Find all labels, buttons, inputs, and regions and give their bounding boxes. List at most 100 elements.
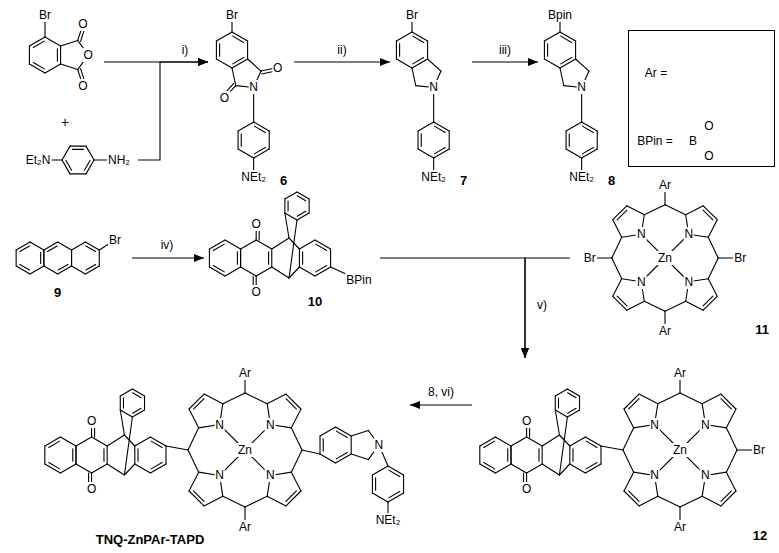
bond-line	[413, 58, 424, 64]
bond-line	[135, 437, 151, 446]
bond-line	[624, 409, 634, 428]
bond-line	[120, 410, 132, 417]
text-anchor: Ar =	[644, 66, 668, 80]
text-anchor: N	[576, 80, 587, 94]
bond-line	[629, 491, 639, 501]
bond-line	[600, 446, 601, 464]
atom-label: BPin	[345, 273, 372, 287]
reaction-arrow	[294, 61, 390, 62]
bond-line	[708, 279, 717, 297]
atom-label: O	[521, 482, 532, 496]
bond-line	[132, 389, 144, 396]
atom-label: O	[272, 61, 283, 75]
text-anchor: O	[86, 414, 97, 428]
bond-line	[507, 449, 508, 462]
bond-line	[680, 496, 702, 507]
bond-line	[555, 410, 567, 417]
bond-line	[572, 449, 573, 462]
bond-line	[319, 436, 320, 454]
bond-line	[612, 258, 622, 279]
bond-line	[86, 246, 96, 252]
bond-line	[623, 450, 634, 472]
bond-line	[658, 393, 680, 404]
bond-line	[86, 160, 94, 174]
bond-line	[70, 173, 86, 174]
compound-structure: Et₂NNH₂	[10, 145, 138, 177]
bond-line	[421, 134, 422, 147]
bond-line	[575, 41, 576, 59]
text-anchor: Ar	[238, 520, 252, 534]
bond-line	[544, 32, 560, 41]
bond-line	[151, 463, 162, 469]
text-anchor: O	[83, 48, 94, 62]
text-anchor: TNQ-ZnPAr-TAPD	[95, 533, 206, 547]
text-anchor: NEt₂	[240, 170, 267, 184]
atom-label: NEt₂	[420, 170, 447, 184]
bond-line	[240, 249, 241, 267]
text-anchor: Br	[225, 8, 239, 22]
atom-label: N	[576, 80, 587, 94]
compound-number: 6	[279, 174, 288, 188]
bond-line	[45, 64, 61, 73]
bond-line	[240, 249, 241, 267]
compound-number: 11	[754, 323, 770, 337]
bond-line	[194, 399, 204, 409]
bond-line	[43, 250, 44, 266]
atom-label: N	[636, 227, 647, 241]
bond-line	[209, 249, 210, 267]
bond-line	[568, 393, 576, 398]
atom-label: Br	[38, 8, 52, 22]
bond-line	[284, 199, 285, 213]
compound-number: 7	[459, 174, 468, 188]
bond-line	[62, 160, 70, 174]
atom-label: O	[251, 217, 262, 231]
bond-line	[624, 491, 639, 506]
text-anchor: N	[700, 418, 711, 432]
reagent-anchor: 8, vi)	[427, 385, 455, 399]
bond-line	[330, 249, 331, 267]
bond-line	[686, 206, 704, 215]
bond-line	[132, 410, 144, 417]
bond-line	[288, 201, 289, 211]
bond-line	[449, 131, 450, 149]
bond-line	[351, 454, 368, 460]
compound-structure: OOArNNZnNNArNNEt₂TNQ-ZnPAr-TAPD	[28, 358, 410, 550]
bond-line	[61, 40, 78, 46]
bond-line	[613, 279, 622, 297]
text-anchor: O	[77, 17, 88, 31]
bond-line	[299, 267, 315, 276]
label-anchor: +	[60, 115, 70, 129]
bond-line	[302, 450, 320, 454]
bond-line	[204, 496, 223, 506]
bond-line	[495, 464, 511, 473]
bond-line	[120, 410, 124, 435]
bond-line	[702, 496, 721, 506]
bond-line	[624, 394, 639, 409]
bond-line	[85, 242, 99, 250]
text-anchor: O	[521, 482, 532, 496]
bond-line	[708, 237, 718, 258]
bond-line	[297, 196, 305, 201]
bond-line	[238, 131, 239, 149]
reaction-arrow	[138, 62, 208, 160]
bond-line	[601, 446, 623, 450]
bond-line	[286, 394, 301, 409]
bond-line	[286, 491, 296, 501]
bond-line	[613, 206, 627, 220]
bond-line	[544, 59, 560, 68]
atom-label: NEt₂	[375, 513, 402, 527]
atom-label: Zn	[237, 443, 253, 457]
reaction-arrow	[410, 404, 472, 405]
atom-label: N	[214, 468, 225, 482]
text-anchor: O	[272, 61, 283, 75]
text-anchor: N	[214, 418, 225, 432]
bond-line	[254, 126, 265, 132]
bond-line	[85, 266, 99, 274]
bond-line	[271, 249, 272, 267]
atom-label: B	[688, 134, 698, 148]
bond-line	[495, 437, 511, 446]
bond-line	[72, 266, 86, 274]
text-anchor: Ar	[673, 366, 687, 380]
bond-line	[569, 446, 570, 464]
bond-line	[137, 449, 138, 462]
